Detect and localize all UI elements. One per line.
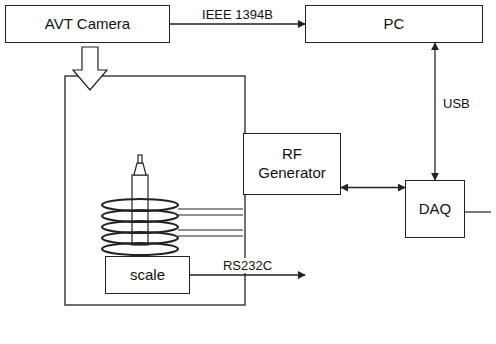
signal-label: IEEE 1394B bbox=[200, 7, 275, 22]
view-arrow bbox=[73, 47, 107, 90]
coil-leads bbox=[178, 209, 243, 236]
signal-label: RS232C bbox=[221, 258, 274, 273]
box-label: scale bbox=[126, 266, 169, 285]
box-label: AVT Camera bbox=[41, 15, 134, 34]
process-box: PC bbox=[305, 5, 483, 43]
connector bbox=[341, 187, 405, 188]
process-box: RF Generator bbox=[243, 133, 341, 195]
box-label: PC bbox=[380, 15, 409, 34]
box-label: RF Generator bbox=[244, 145, 340, 183]
process-box: scale bbox=[105, 256, 190, 294]
process-box: AVT Camera bbox=[5, 5, 170, 43]
induction-coil bbox=[102, 199, 178, 255]
signal-label: USB bbox=[441, 96, 472, 111]
box-label: DAQ bbox=[415, 200, 456, 219]
connector bbox=[190, 274, 305, 275]
process-box: DAQ bbox=[405, 180, 465, 238]
daq-wire bbox=[465, 211, 491, 212]
connector bbox=[170, 23, 305, 24]
enclosure bbox=[65, 76, 245, 305]
connector bbox=[434, 43, 435, 180]
